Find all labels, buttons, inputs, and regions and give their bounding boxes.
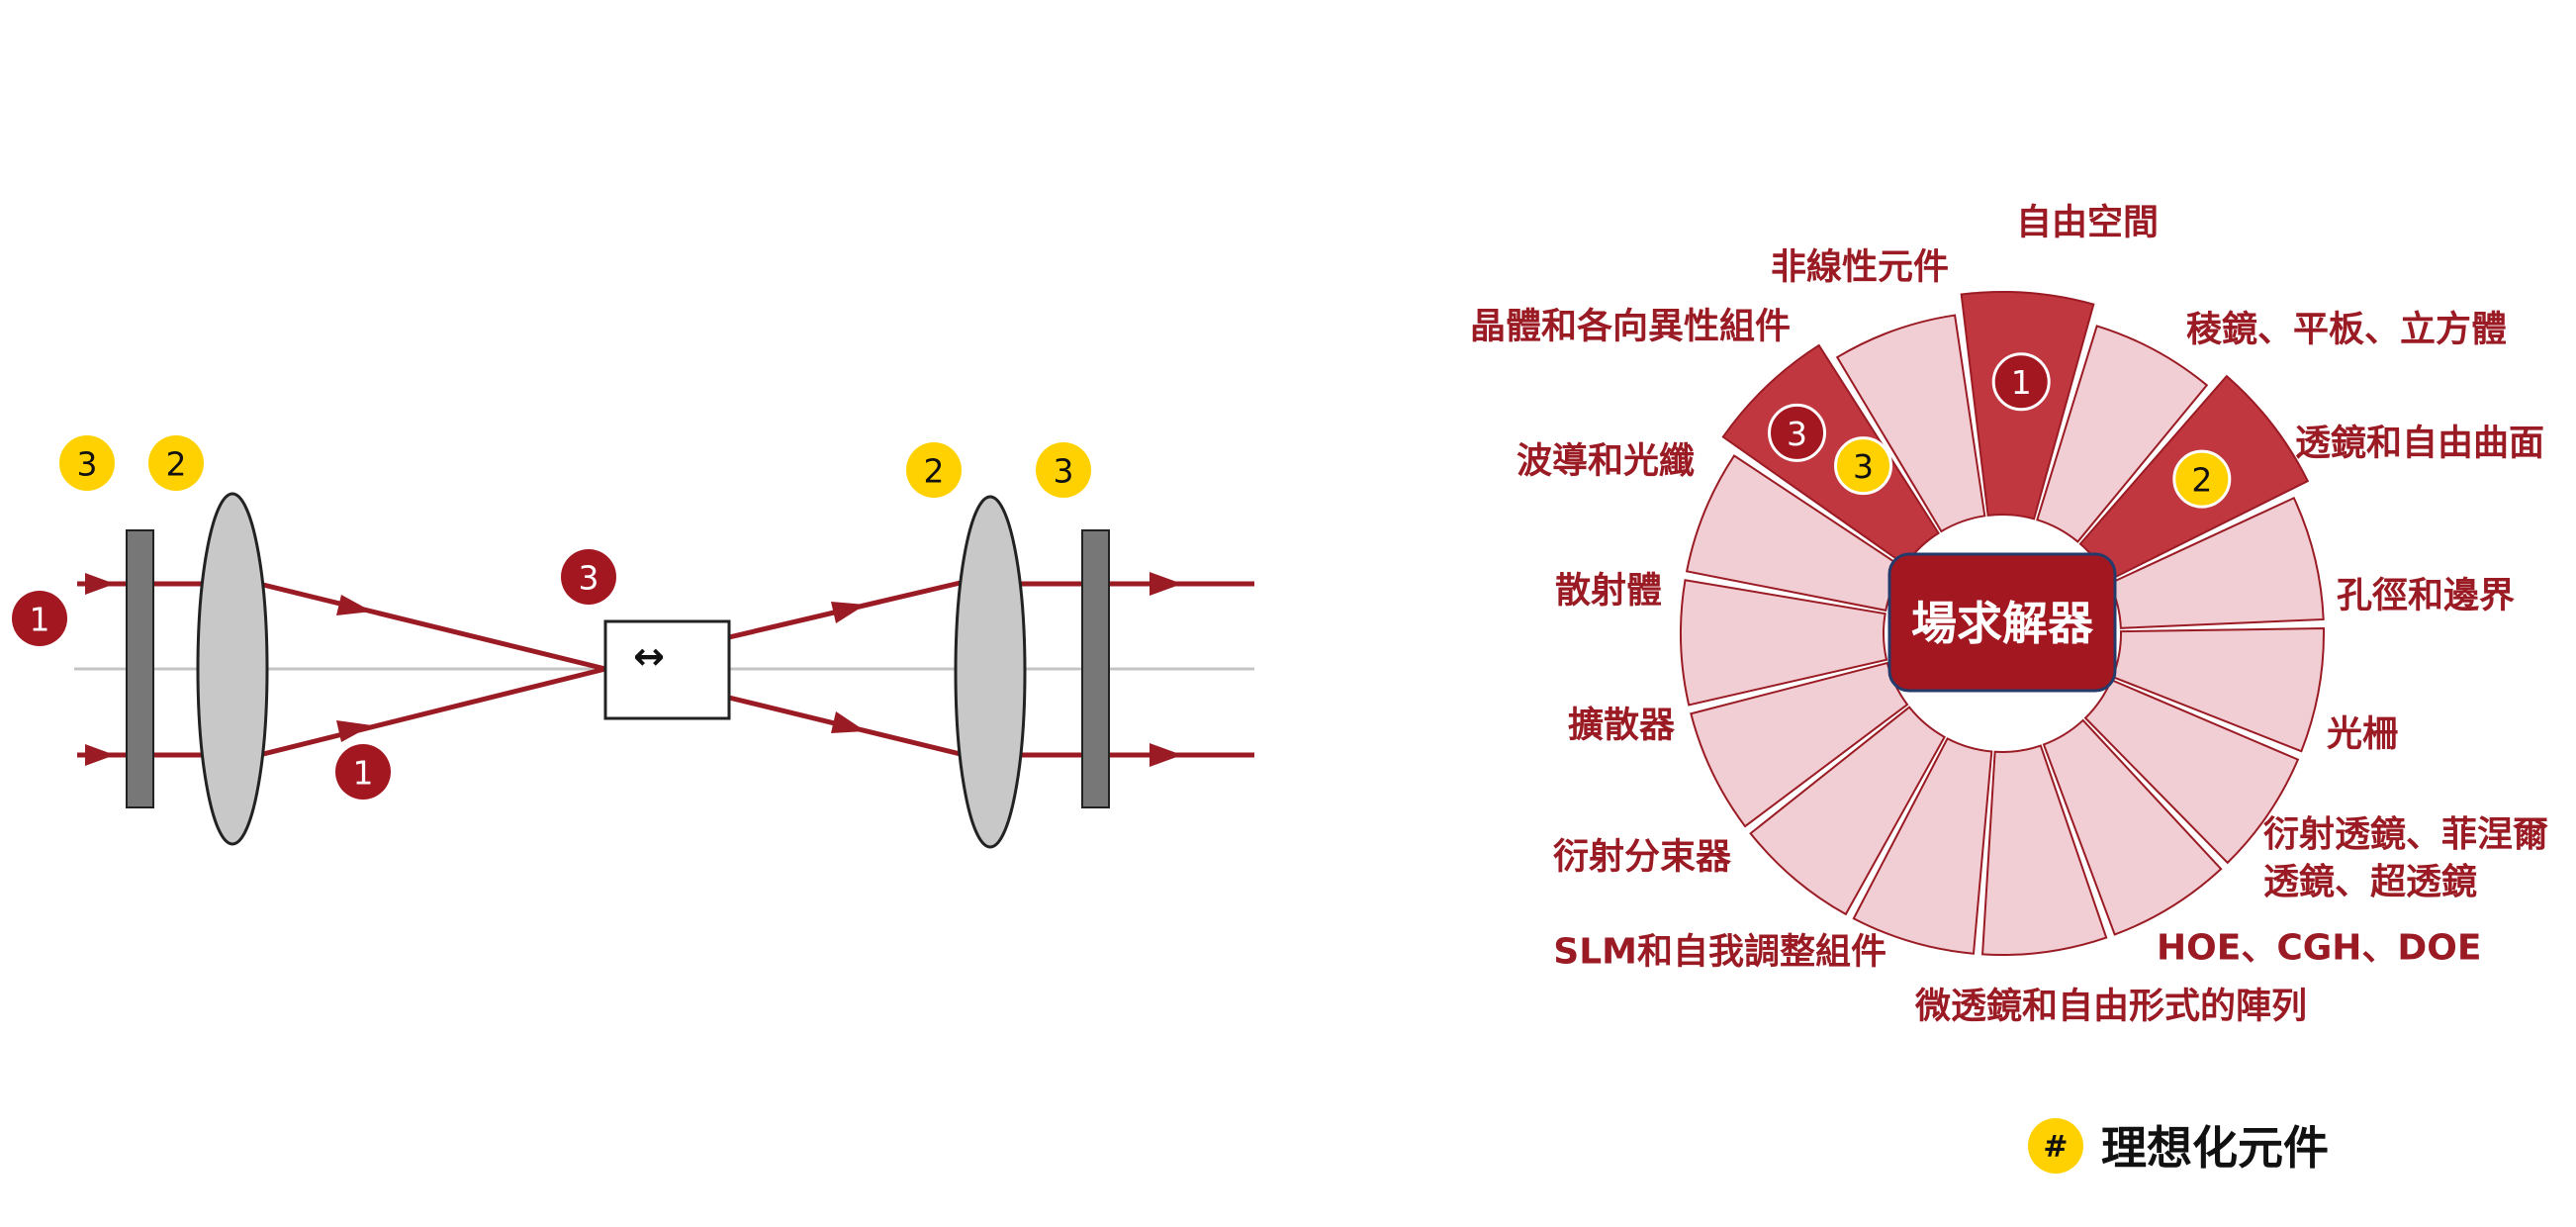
wheel-segment-label: 稜鏡、平板、立方體 [2186,310,2507,350]
optical-setup: ↔ 3 2 1 1 3 2 3 [12,435,1254,849]
wheel-badge-red: 1 [1991,352,2051,412]
badge-yellow-2-right: 2 [906,442,962,498]
wheel-segment-label: 孔徑和邊界 [2337,576,2515,616]
svg-text:3: 3 [1054,452,1074,491]
arrowhead [85,744,115,766]
wheel-segment-label: 光柵 [2327,714,2398,755]
right-lens [954,495,1027,849]
wheel-segment-label: 非線性元件 [1771,247,1949,288]
wheel-segment-label: 衍射分束器 [1553,837,1732,878]
wheel-segment [1852,737,1993,955]
wheel-segment-label: 擴散器 [1568,705,1676,746]
wheel-segment [1680,579,1888,707]
wheel-segment-label: SLM和自我調整組件 [1553,932,1886,973]
wheel-segment-label: 衍射透鏡、菲涅爾透鏡、超透鏡 [2263,814,2548,902]
wheel-badge-text: 3 [1853,447,1874,486]
device-double-arrow: ↔ [633,634,665,678]
anisotropic-device [603,619,731,720]
badge-yellow-3-left: 3 [59,435,115,491]
wheel-segment [1749,706,1946,916]
wheel-segment [2083,678,2300,865]
wheel-segment [1721,343,1940,567]
badge-red-1-lower: 1 [335,744,391,800]
arrowhead [831,711,866,733]
wheel-segment [1835,314,1986,533]
legend-symbol: # [2043,1130,2068,1165]
wheel-badge-yellow: 3 [1834,436,1893,496]
badge-red-3-center: 3 [561,549,616,605]
wheel-segment-label: 透鏡和自由曲面 [2295,424,2544,464]
svg-text:1: 1 [353,754,374,793]
legend-label: 理想化元件 [2101,1121,2329,1175]
legend: # 理想化元件 [2028,1118,2329,1175]
wheel-segment [1980,744,2108,956]
wheel-segment [2042,718,2223,936]
wheel-badge-red: 3 [1768,403,1827,462]
arrowhead [1150,572,1182,596]
arrowhead [831,602,866,623]
right-plate [1081,529,1110,808]
arrowhead [336,720,372,742]
wheel-badge-text: 1 [2011,363,2032,402]
wheel-segment [2036,325,2209,543]
wheel-segment-label: 波導和光纖 [1517,441,1695,482]
wheel-segment [2111,626,2325,753]
svg-text:3: 3 [77,445,98,484]
wheel-segment-label-line: 衍射透鏡、菲涅爾 [2263,814,2548,855]
wheel-segment-label: 自由空間 [2016,203,2159,243]
wheel-badge-yellow: 2 [2172,449,2232,509]
wheel-segment-label: 微透鏡和自由形式的陣列 [1914,987,2307,1027]
svg-text:2: 2 [166,445,187,484]
badge-yellow-3-right: 3 [1036,442,1091,498]
wheel-segment-label: HOE、CGH、DOE [2157,928,2482,969]
svg-text:3: 3 [579,559,599,598]
wheel-segment-label: 晶體和各向異性組件 [1470,307,1791,347]
arrowhead [85,573,115,595]
field-solver-wheel: 1 2 3 3 自由空間稜鏡、平板、立方體透鏡和自由曲面孔徑和邊界光柵衍射透鏡、菲涅爾… [1470,203,2548,1027]
left-lens [196,492,269,846]
wheel-segment-label: 散射體 [1555,571,1662,612]
arrowhead [336,595,372,615]
ray-converge-upper [258,581,606,672]
svg-text:1: 1 [30,601,50,639]
hub-box [1887,552,2117,693]
legend-badge [2028,1118,2083,1174]
wheel-badge-text: 2 [2191,461,2212,500]
wheel-segment [2108,496,2325,629]
svg-text:2: 2 [924,452,945,491]
badge-yellow-2-left: 2 [148,435,204,491]
left-plate [126,529,154,808]
badge-red-1-left: 1 [12,591,67,646]
wheel-segment-label-line: 透鏡、超透鏡 [2263,862,2477,902]
hub-label: 場求解器 [1911,597,2094,650]
ray-converge-lower [258,666,606,758]
arrowhead [1150,743,1182,767]
wheel-badge-text: 3 [1787,415,1807,453]
